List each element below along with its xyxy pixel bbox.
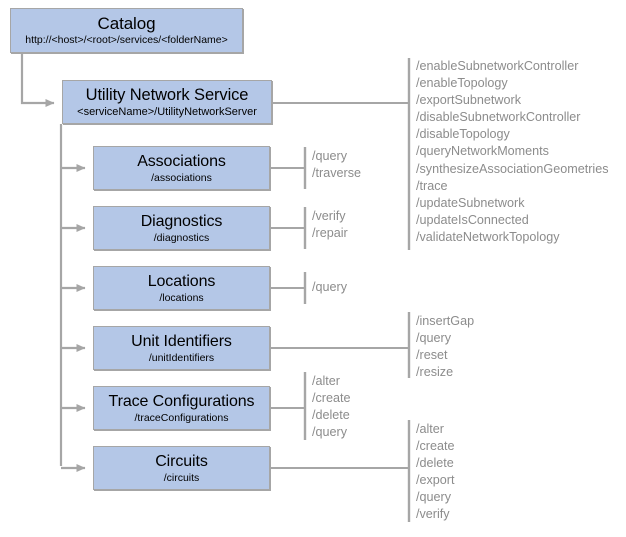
operations-trace-configurations: /alter /create /delete /query — [312, 373, 351, 441]
operation-item[interactable]: /repair — [312, 226, 348, 241]
node-trace-configurations-title: Trace Configurations — [108, 392, 255, 410]
operation-item[interactable]: /resize — [416, 365, 454, 380]
node-utility-network-service[interactable]: Utility Network Service <serviceName>/Ut… — [62, 80, 272, 124]
node-catalog-title: Catalog — [97, 14, 156, 33]
operation-item[interactable]: /create — [312, 391, 351, 406]
node-locations[interactable]: Locations /locations — [93, 266, 270, 310]
operation-item[interactable]: /delete — [416, 456, 454, 471]
operations-unit-identifiers: /insertGap /query /reset /resize — [416, 313, 474, 381]
operation-item[interactable]: /updateSubnetwork — [416, 195, 525, 210]
operation-item[interactable]: /enableSubnetworkController — [416, 59, 579, 73]
operations-diagnostics: /verify /repair — [312, 208, 348, 242]
node-circuits[interactable]: Circuits /circuits — [93, 446, 270, 490]
operation-item[interactable]: /enableTopology — [416, 76, 508, 91]
operation-item[interactable]: /query — [416, 331, 452, 346]
node-circuits-path: /circuits — [163, 471, 200, 484]
operation-item[interactable]: /disableSubnetworkController — [416, 110, 581, 125]
node-catalog-path: http://<host>/<root>/services/<folderNam… — [25, 34, 228, 46]
node-diagnostics[interactable]: Diagnostics /diagnostics — [93, 206, 270, 250]
operation-item[interactable]: /query — [312, 425, 348, 440]
node-trace-configurations[interactable]: Trace Configurations /traceConfiguration… — [93, 386, 270, 430]
node-locations-path: /locations — [159, 291, 204, 304]
node-associations-title: Associations — [137, 152, 226, 170]
node-associations-path: /associations — [151, 171, 212, 184]
node-service-path: <serviceName>/UtilityNetworkServer — [77, 105, 257, 118]
node-unit-identifiers-path: /unitIdentifiers — [148, 351, 215, 364]
operation-item[interactable]: /delete — [312, 408, 350, 423]
operation-item[interactable]: /disableTopology — [416, 127, 510, 142]
operation-item[interactable]: /queryNetworkMoments — [416, 144, 549, 159]
operation-item[interactable]: /reset — [416, 348, 448, 363]
node-trace-configurations-path: /traceConfigurations — [134, 411, 229, 424]
operation-item[interactable]: /alter — [416, 422, 444, 436]
node-diagnostics-title: Diagnostics — [140, 212, 223, 230]
node-circuits-title: Circuits — [155, 452, 208, 470]
operation-item[interactable]: /trace — [416, 178, 448, 193]
operation-item[interactable]: /insertGap — [416, 314, 475, 328]
node-locations-title: Locations — [147, 272, 216, 290]
node-unit-identifiers-title: Unit Identifiers — [131, 332, 232, 350]
operation-item[interactable]: /create — [416, 439, 455, 454]
operation-item[interactable]: /verify — [312, 209, 346, 223]
operation-item[interactable]: /traverse — [312, 166, 361, 181]
node-associations[interactable]: Associations /associations — [93, 146, 270, 190]
node-service-title: Utility Network Service — [85, 85, 249, 104]
operation-item[interactable]: /query — [416, 490, 452, 505]
operation-item[interactable]: /synthesizeAssociationGeometries — [416, 161, 609, 176]
operation-item[interactable]: /query — [312, 149, 348, 163]
operation-item[interactable]: /alter — [312, 374, 340, 388]
node-unit-identifiers[interactable]: Unit Identifiers /unitIdentifiers — [93, 326, 270, 370]
operation-item[interactable]: /exportSubnetwork — [416, 93, 522, 108]
operation-item[interactable]: /validateNetworkTopology — [416, 229, 560, 244]
operation-item[interactable]: /query — [312, 280, 348, 294]
operations-utility-network-service: /enableSubnetworkController /enableTopol… — [416, 58, 609, 246]
operations-locations: /query — [312, 279, 347, 296]
node-diagnostics-path: /diagnostics — [153, 231, 210, 244]
operation-item[interactable]: /verify — [416, 507, 450, 522]
operations-circuits: /alter /create /delete /export /query /v… — [416, 421, 455, 524]
operation-item[interactable]: /export — [416, 473, 455, 488]
operations-associations: /query /traverse — [312, 148, 361, 182]
node-catalog[interactable]: Catalog http://<host>/<root>/services/<f… — [10, 8, 243, 53]
wire-catalog-to-service — [20, 53, 55, 107]
operation-item[interactable]: /updateIsConnected — [416, 212, 529, 227]
